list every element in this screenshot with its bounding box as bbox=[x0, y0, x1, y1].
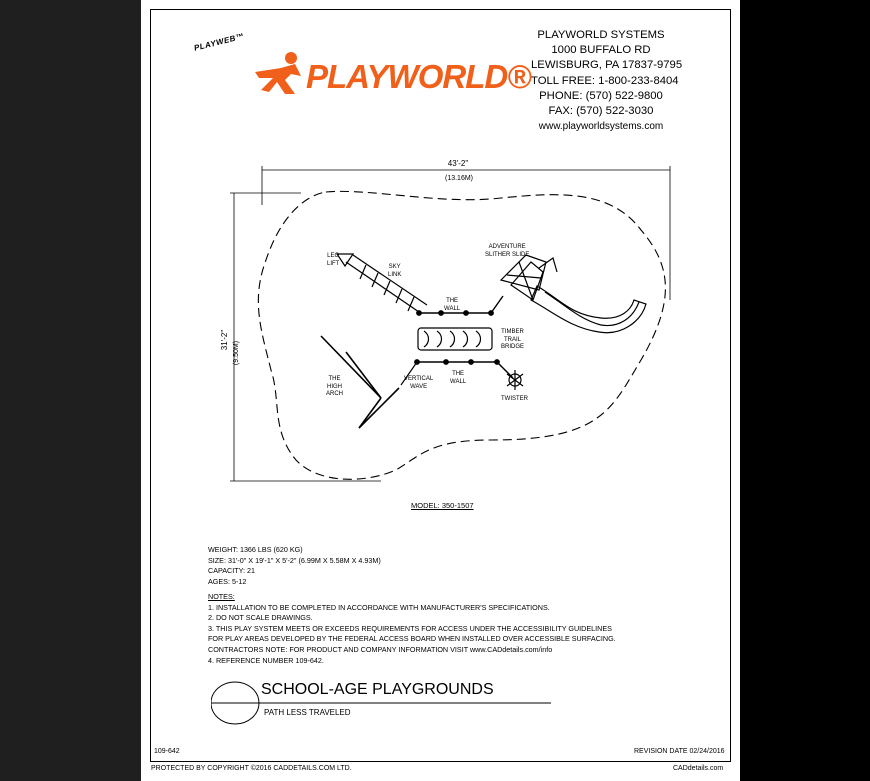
notes: NOTES: 1. INSTALLATION TO BE COMPLETED I… bbox=[208, 592, 616, 666]
note-4: 4. REFERENCE NUMBER 109-642. bbox=[208, 655, 324, 665]
label-the-wall-top: THE WALL bbox=[444, 298, 461, 312]
playworld-figure-icon bbox=[255, 52, 301, 94]
viewer-margin bbox=[740, 0, 870, 781]
title-block-graphic bbox=[211, 681, 551, 725]
playworld-logo: PLAYWORLD® bbox=[306, 58, 532, 95]
notes-heading: NOTES: bbox=[208, 592, 235, 601]
caddetails-site: CADdetails.com bbox=[673, 765, 724, 772]
sheet-border bbox=[150, 9, 731, 762]
note-3c: CONTRACTORS NOTE: FOR PRODUCT AND COMPAN… bbox=[208, 644, 553, 654]
drawing-title: SCHOOL-AGE PLAYGROUNDS bbox=[261, 681, 494, 698]
company-tollfree: TOLL FREE: 1-800-233-8404 bbox=[531, 74, 679, 87]
model-number: MODEL: 350-1507 bbox=[411, 501, 474, 510]
note-2: 2. DO NOT SCALE DRAWINGS. bbox=[208, 613, 313, 623]
copyright-notice: PROTECTED BY COPYRIGHT ©2016 CADDETAILS.… bbox=[151, 765, 352, 772]
site-plan: 43'-2" (13.16M) 31'-2" (9.50M) bbox=[220, 159, 671, 482]
company-address2: LEWISBURG, PA 17837-9795 bbox=[531, 59, 683, 72]
spec-size: SIZE: 31'-0" X 19'-1" X 5'-2" (6.99M X 5… bbox=[208, 555, 381, 565]
width-dimension-ft: 43'-2" bbox=[448, 159, 469, 168]
label-high-arch: THE HIGH ARCH bbox=[326, 376, 344, 397]
spec-weight: WEIGHT: 1366 LBS (620 KG) bbox=[208, 545, 303, 554]
label-the-wall-bottom: THE WALL bbox=[450, 371, 467, 385]
label-sky-link: SKY LINK bbox=[388, 264, 402, 278]
spec-capacity: CAPACITY: 21 bbox=[208, 566, 256, 576]
note-3a: 3. THIS PLAY SYSTEM MEETS OR EXCEEDS REQ… bbox=[208, 623, 612, 633]
company-info: PLAYWORLD SYSTEMS 1000 BUFFALO RD LEWISB… bbox=[531, 28, 683, 134]
spec-ages: AGES: 5-12 bbox=[208, 576, 247, 586]
specifications: WEIGHT: 1366 LBS (620 KG) SIZE: 31'-0" X… bbox=[208, 545, 381, 587]
note-1: 1. INSTALLATION TO BE COMPLETED IN ACCOR… bbox=[208, 602, 550, 612]
company-fax: FAX: (570) 522-3030 bbox=[548, 105, 654, 118]
label-twister: TWISTER bbox=[501, 396, 528, 402]
width-dimension-m: (13.16M) bbox=[445, 175, 473, 182]
company-address1: 1000 BUFFALO RD bbox=[551, 44, 651, 57]
revision-date: REVISION DATE 02/24/2016 bbox=[634, 748, 725, 755]
note-3b: FOR PLAY AREAS DEVELOPED BY THE FEDERAL … bbox=[208, 634, 616, 644]
label-leg-lift: LEG LIFT bbox=[327, 253, 340, 267]
height-dimension-m: (9.50M) bbox=[233, 341, 240, 365]
drawing-subtitle: PATH LESS TRAVELED bbox=[264, 708, 351, 717]
drawing-sheet: PLAYWEB™ PLAYWORLD® PLAYWORLD SYSTEMS 10… bbox=[141, 0, 740, 781]
company-name: PLAYWORLD SYSTEMS bbox=[537, 29, 665, 41]
label-adventure-slide: ADVENTURE SLITHER SLIDE bbox=[485, 244, 530, 258]
height-dimension-ft: 31'-2" bbox=[220, 330, 229, 351]
reference-number: 109-642 bbox=[154, 748, 180, 755]
label-vertical-wave: VERTICAL WAVE bbox=[404, 376, 434, 390]
company-phone: PHONE: (570) 522-9800 bbox=[539, 89, 663, 102]
label-timber-bridge: TIMBER TRAIL BRIDGE bbox=[501, 329, 525, 350]
company-website: www.playworldsystems.com bbox=[538, 121, 664, 133]
